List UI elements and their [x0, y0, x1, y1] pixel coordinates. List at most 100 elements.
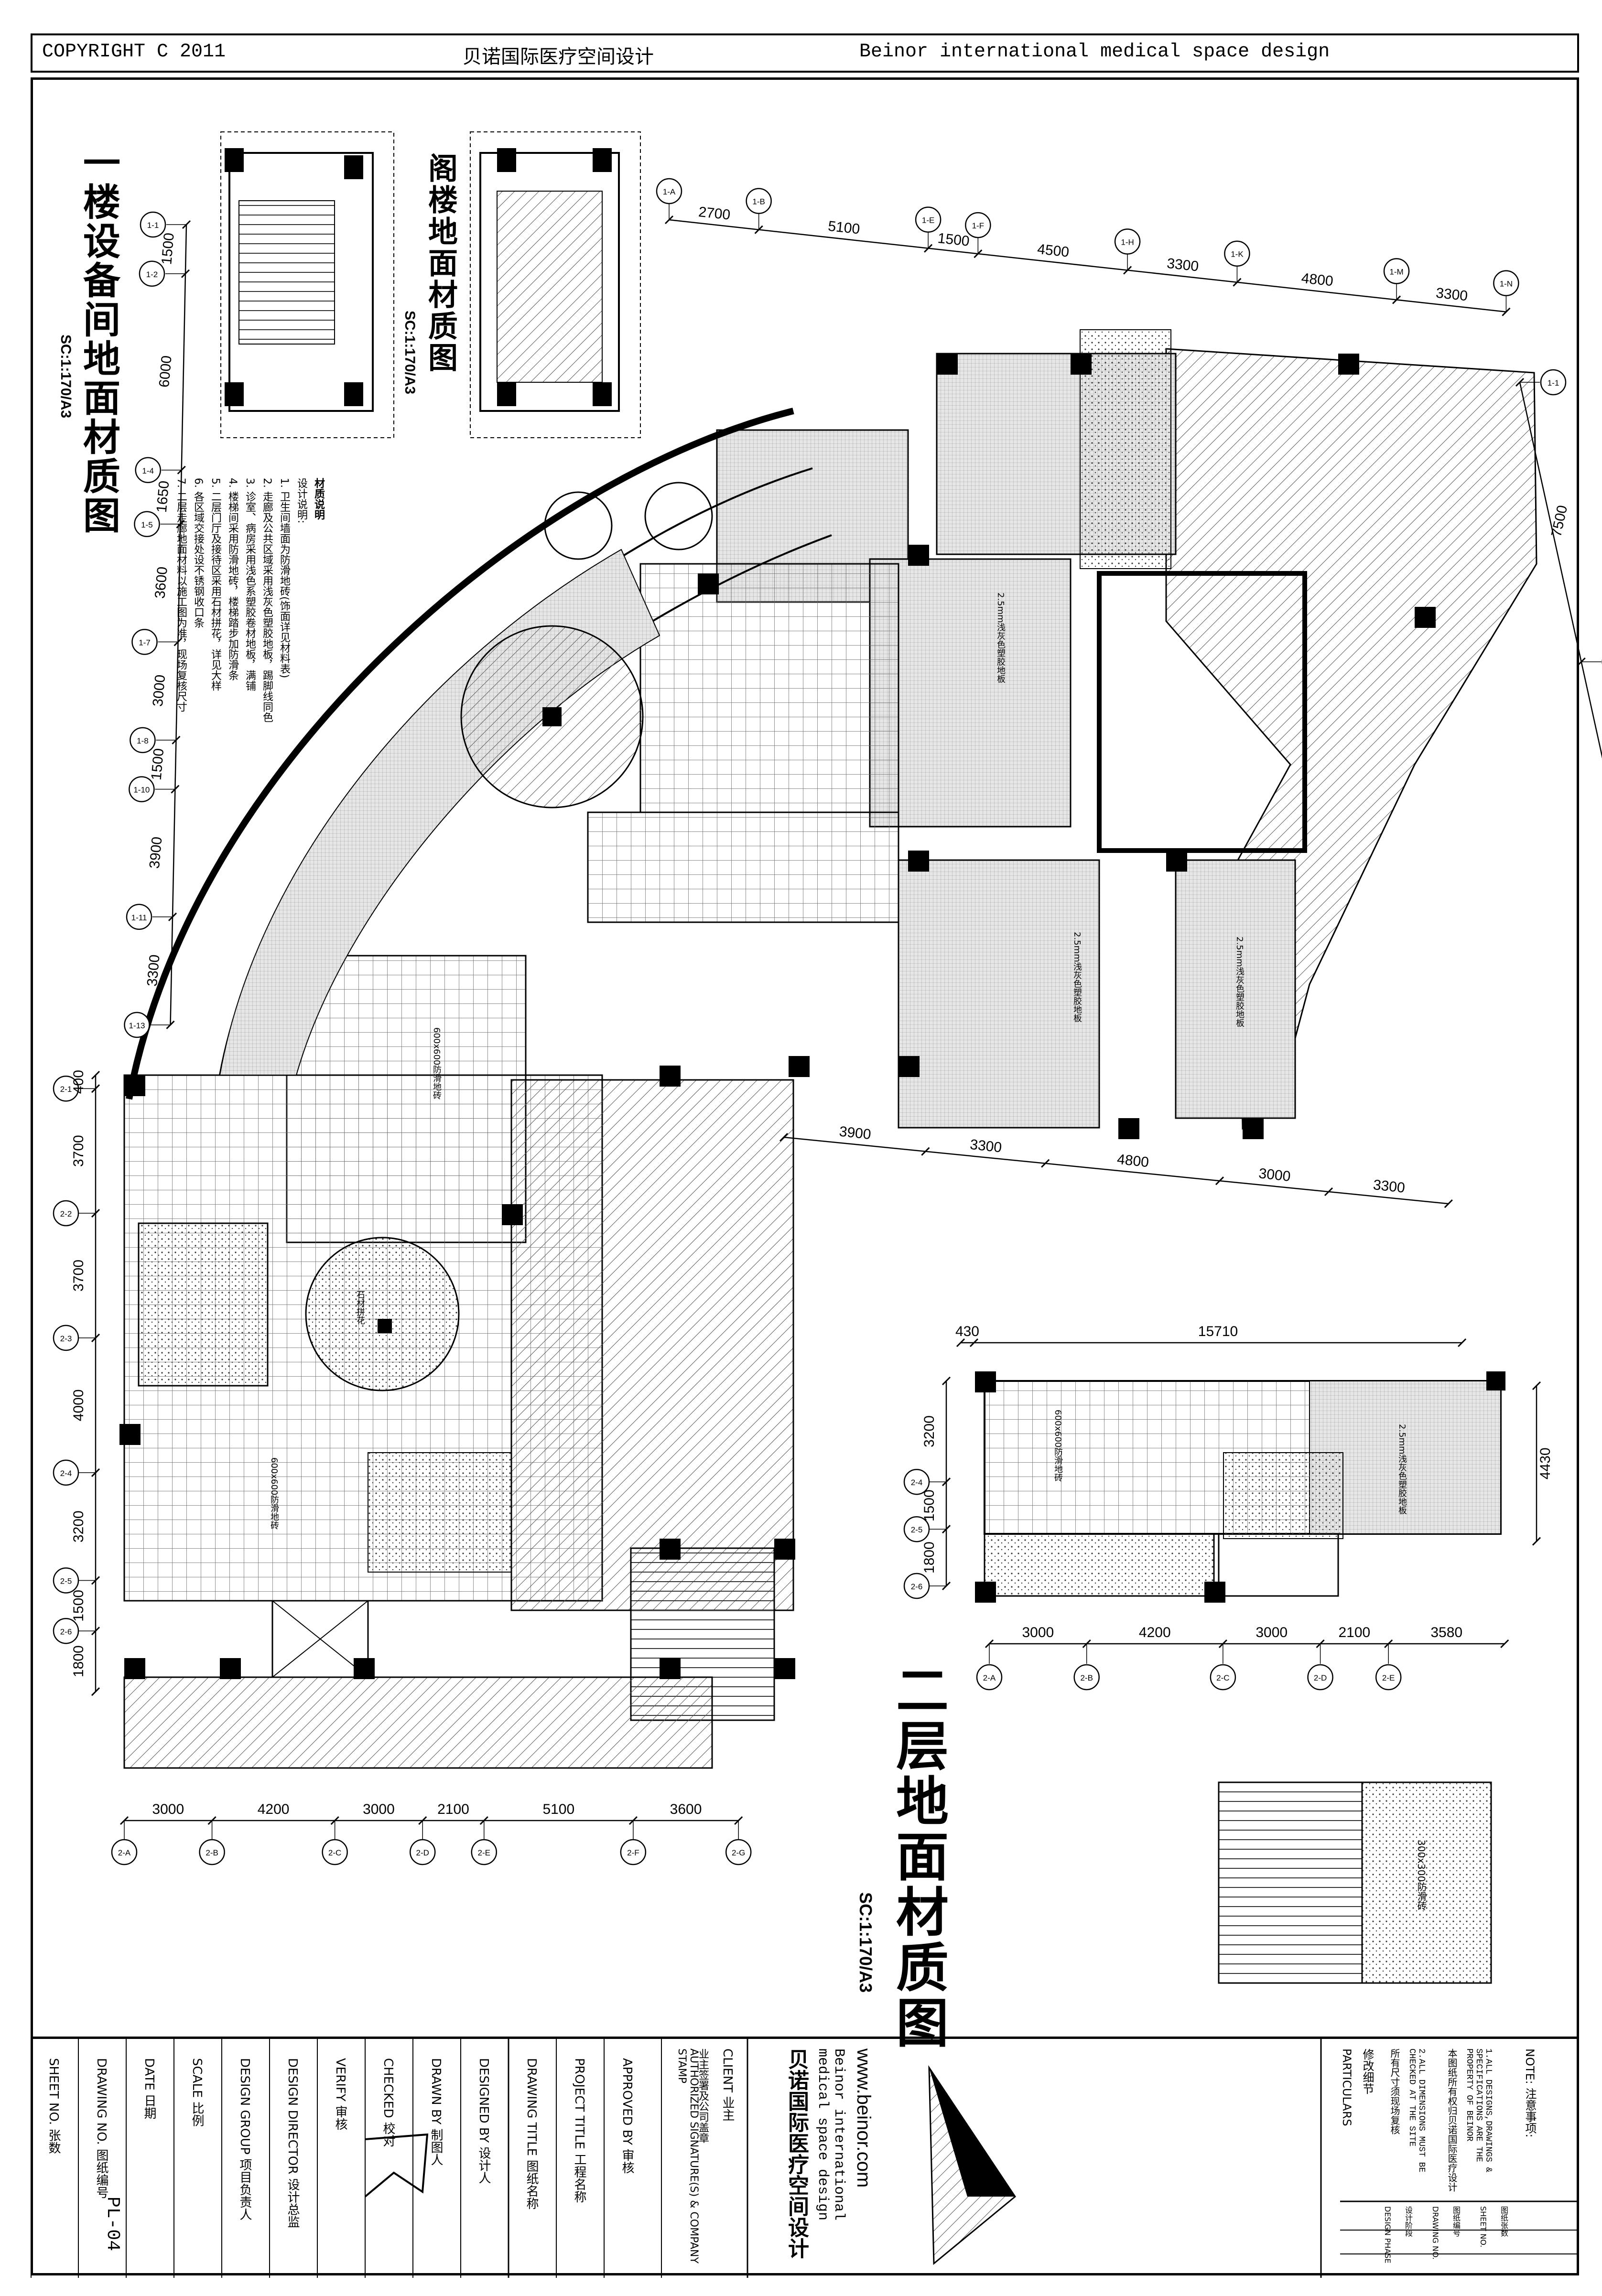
- tb-notes-label: NOTE: 注意事项:: [1523, 2048, 1537, 2138]
- dimension-tick: [1215, 1176, 1224, 1186]
- axis-bubble: [903, 1516, 930, 1542]
- dimension-label: 2100: [1339, 1625, 1371, 1640]
- axis-bubble: [130, 727, 156, 754]
- dimension-label: 5100: [827, 218, 861, 237]
- title-block-lines: [31, 2039, 1579, 2278]
- dimension-label: 3300: [144, 954, 163, 987]
- tb-company-en: Beinor international medical space desig…: [814, 2048, 847, 2221]
- tb-sheet-no2: SHEET NO.: [1479, 2206, 1488, 2248]
- company-name-cn: 贝诺国际医疗空间设计: [463, 46, 654, 68]
- axis-label: 2-6: [911, 1582, 923, 1591]
- notes-line: 设计说明:: [295, 478, 307, 524]
- axis-label: 1-13: [129, 1021, 145, 1030]
- axis-label: 2-6: [60, 1627, 72, 1636]
- axis-label: 1-K: [1231, 250, 1244, 259]
- dimension-tick: [1041, 1159, 1050, 1168]
- axis-label: 2-D: [1314, 1673, 1327, 1682]
- dimension-line: [1519, 382, 1602, 759]
- main-floor-plan: [119, 329, 1537, 1769]
- axis-label: 1-10: [133, 786, 150, 795]
- axis-bubble: [53, 1075, 79, 1102]
- axis-label: 2-4: [60, 1469, 72, 1478]
- axis-bubble: [53, 1459, 79, 1486]
- dimension-label: 3580: [1430, 1625, 1462, 1640]
- tb-designed: DESIGNED BY 设计人: [476, 2058, 491, 2184]
- tb-drawing-no2-cn: 图纸编号: [1451, 2206, 1461, 2237]
- dimension-label: 1500: [937, 230, 970, 249]
- axis-bubble: [915, 206, 942, 233]
- dimension-label: 3700: [71, 1135, 87, 1167]
- equipment-room-plan: [220, 131, 394, 438]
- dimension-label: 1500: [149, 748, 167, 781]
- axis-bubble: [1540, 369, 1567, 396]
- axis-bubble: [656, 178, 682, 205]
- axis-bubble: [725, 1839, 752, 1865]
- dimension-line: [783, 1136, 1449, 1205]
- room-label: 2.5mm浅灰色塑胶地板: [1397, 1424, 1407, 1515]
- axis-label: 2-A: [983, 1673, 996, 1682]
- dimension-label: 2700: [698, 204, 731, 223]
- axis-bubble: [53, 1325, 79, 1351]
- axis-bubble: [1493, 270, 1519, 296]
- axis-label: 2-1: [60, 1085, 72, 1094]
- axis-bubble: [131, 629, 158, 655]
- dimension-label: 4800: [1300, 270, 1334, 290]
- room-label: 2.5mm浅灰色塑胶地板: [996, 593, 1006, 683]
- axis-bubble: [126, 904, 152, 930]
- axis-bubble: [1307, 1664, 1333, 1691]
- room-label: 石材拼花: [355, 1290, 365, 1325]
- dimension-tick: [1500, 1639, 1509, 1649]
- dimension-label: 3300: [1166, 256, 1200, 275]
- axis-bubble: [139, 260, 165, 287]
- axis-label: 1-7: [139, 638, 151, 647]
- tb-company-cn: 贝诺国际医疗空间设计: [784, 2048, 809, 2259]
- dimension-label: 3000: [1258, 1165, 1291, 1185]
- axis-bubble: [199, 1839, 225, 1865]
- axis-label: 1-F: [972, 221, 985, 230]
- dimension-label: 3200: [71, 1510, 87, 1542]
- room-label: 2.5mm浅灰色塑胶地板: [1072, 932, 1082, 1023]
- dimension-label: 1500: [921, 1489, 937, 1521]
- axis-bubble: [53, 1567, 79, 1594]
- dimension-label: 3600: [670, 1801, 702, 1817]
- equipment-room-title: 一楼设备间地面材质图: [77, 143, 120, 535]
- dimension-label: 3600: [152, 566, 171, 599]
- dimension-label: 430: [955, 1324, 979, 1339]
- tb-authorized: AUTHORIZED SIGNATURE(S) & COMPANY STAMP: [676, 2048, 700, 2264]
- dimension-tick: [969, 1338, 979, 1347]
- company-name-en: Beinor international medical space desig…: [859, 41, 1330, 63]
- axis-label: 2-F: [627, 1848, 639, 1857]
- axis-label: 1-H: [1121, 238, 1134, 247]
- attic-inset-plan: [470, 131, 641, 438]
- axis-bubble: [903, 1573, 930, 1599]
- notes-heading: 材质说明: [313, 478, 325, 520]
- dimension-label: 15710: [1198, 1324, 1238, 1339]
- notes-line: 3. 诊室、病房采用浅色系塑胶卷材地板，满铺: [244, 478, 256, 691]
- axis-bubble: [620, 1839, 647, 1865]
- dimension-tick: [91, 1070, 100, 1080]
- axis-label: 1-11: [131, 913, 147, 922]
- dimension-label: 4200: [1139, 1625, 1171, 1640]
- axis-bubble: [135, 457, 161, 483]
- dimension-label: 1650: [154, 480, 173, 513]
- dimension-tick: [956, 1338, 965, 1347]
- dimension-label: 3000: [150, 674, 169, 707]
- dimension-label: 3000: [1022, 1625, 1054, 1640]
- tb-drawing-code: PL-04: [102, 2197, 123, 2252]
- attic-title: 阁楼地面材质图: [423, 153, 458, 374]
- axis-label: 2-D: [416, 1848, 429, 1857]
- axis-bubble: [976, 1664, 1003, 1691]
- dimension-label: 3000: [363, 1801, 395, 1817]
- dimension-tick: [779, 1132, 789, 1142]
- dimension-label: 3000: [152, 1801, 184, 1817]
- tb-date: DATE 日期: [142, 2058, 156, 2119]
- axis-label: 2-3: [60, 1334, 72, 1343]
- axis-bubble: [322, 1839, 348, 1865]
- axis-label: 1-A: [663, 187, 676, 196]
- tb-project-title: PROJECT TITLE 工程名称: [572, 2058, 586, 2203]
- tb-checked: CHECKED 校对: [381, 2058, 395, 2147]
- tb-website: www.beinor.com: [853, 2048, 874, 2188]
- axis-label: 2-2: [60, 1209, 72, 1218]
- notes-line: 5. 二层门厅及接待区采用石材拼花，详见大样: [209, 478, 221, 691]
